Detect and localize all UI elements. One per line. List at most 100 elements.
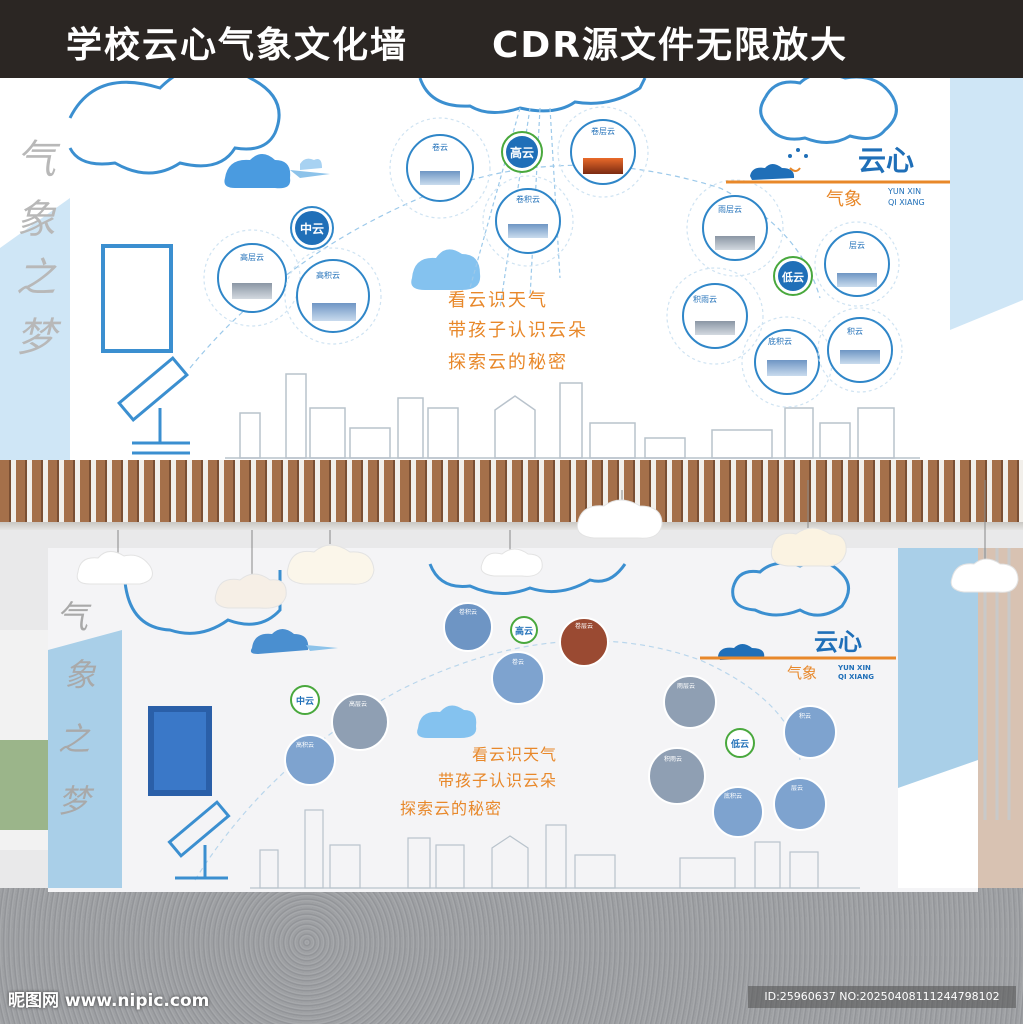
circle-cirrocumulus: 卷积云 [482,175,574,267]
slogan-3: 探索云的秘密 [448,352,568,373]
render-badge-high-text: 高云 [515,625,533,637]
render-plane-icon [306,645,338,651]
ceiling-shadow [0,522,1023,530]
render-label-stratus: 层云 [791,785,803,792]
hanging-cloud-7 [950,558,1019,593]
badge-high: 高云 [501,131,543,173]
render-side-char-3: 之 [58,720,91,758]
blue-frame [101,244,173,353]
flat-design-panel: 气 象 之 梦 卷云 [0,78,1023,460]
render-art-layer: 卷积云 高云 卷层云 卷云 中云 高层云 高积云 雨层云 [0,480,1023,889]
label-cirrostratus: 卷层云 [591,126,615,136]
render-panel: 卷积云 高云 卷层云 卷云 中云 高层云 高积云 雨层云 [0,460,1023,1024]
label-stratus: 层云 [849,241,865,250]
label-cirrocumulus: 卷积云 [516,194,540,204]
badge-middle-text: 中云 [300,221,324,236]
brand-pinyin-1: YUN XIN [887,187,921,196]
render-badge-low-text: 低云 [730,738,749,750]
render-brand-logo-text: 云心 [814,628,862,656]
render-label-altocumulus: 高积云 [296,741,314,749]
render-badge-middle-text: 中云 [296,695,314,707]
brand-logo-text: 云心 [858,144,914,177]
render-outline-cloud-left [123,570,282,635]
hanging-cloud-4 [480,548,543,577]
circle-altocumulus: 高积云 [284,247,382,345]
label-altocumulus: 高积云 [316,270,340,280]
left-pillar [48,630,122,888]
render-brand-pinyin-1: YUN XIN [837,664,871,672]
render-circle-cumulus: 积云 [783,705,837,759]
right-railing [983,548,1011,820]
outline-cloud-left [68,78,281,175]
render-outline-cloud-right [731,560,850,617]
side-char-1: 气 [16,137,56,183]
circle-cirrostratus: 卷层云 [557,106,649,198]
image-id: ID:25960637 NO:20250408111244798102 [748,986,1016,1008]
render-circle-cumulonimbus: 底积云 [712,786,764,838]
label-nimbostratus: 雨层云 [718,205,742,214]
badge-high-text: 高云 [510,145,534,160]
hanging-cloud-3 [286,544,375,585]
render-circle-cirrocumulus: 卷积云 [443,602,493,652]
brand-logo: 云心 气象 YUN XIN QI XIANG [726,144,950,210]
render-label-cirrostratus: 卷层云 [575,622,593,630]
label-cumulus: 积云 [847,326,863,336]
render-circle-cirrus: 卷云 [491,651,545,705]
brand-pinyin-2: QI XIANG [888,198,925,207]
right-blue-strip [950,78,1023,330]
outline-cloud-right [759,78,898,144]
label-altostratus: 高层云 [240,252,264,262]
render-slogan-3: 探索云的秘密 [400,799,502,818]
render-label-cumulus: 积云 [799,712,811,720]
render-circle-stratus: 层云 [773,777,827,831]
render-circle-stratocumulus: 积雨云 [648,747,706,805]
banner-subtitle: CDR源文件无限放大 [492,25,849,66]
render-side-char-1: 气 [56,598,92,636]
badge-middle: 中云 [290,206,334,250]
brand-cloud-icon [750,164,795,180]
banner-title: 学校云心气象文化墙 [66,25,409,66]
render-center-cloud [417,705,477,738]
render-circle-nimbostratus: 雨层云 [663,675,717,729]
render-label-cirrus: 卷云 [512,658,524,666]
render-brand-cloud-icon [718,644,765,660]
outline-cloud-center [418,78,647,114]
render-slogan-2: 带孩子认识云朵 [438,771,557,790]
render-circle-altocumulus: 高积云 [284,734,336,786]
render-label-cirrocumulus: 卷积云 [459,608,477,616]
render-badge-middle: 中云 [290,685,320,715]
render-dashed-arc [194,640,801,881]
render-side-char-2: 象 [64,656,97,694]
left-blue-strip [0,198,70,460]
render-badge-high: 高云 [510,616,538,644]
render-solid-cloud [250,629,309,654]
wood-ceiling [0,460,1023,522]
circle-altostratus: 高层云 [203,229,301,327]
small-light-cloud [300,158,322,170]
circle-cumulus: 积云 [817,307,903,393]
render-brand-sub-text: 气象 [787,664,817,682]
render-outline-cloud-center [428,563,627,595]
label-cumulonimbus: 底积云 [768,336,792,346]
side-char-4: 梦 [16,315,56,361]
circle-stratocumulus: 积雨云 [666,267,764,365]
badge-low: 低云 [773,256,813,296]
circle-stratus: 层云 [814,221,900,307]
slogan-1: 看云识天气 [448,290,548,311]
render-brand-pinyin-2: QI XIANG [838,673,874,681]
render-telescope [167,800,231,880]
render-label-cumulonimbus: 底积云 [724,792,742,800]
badge-low-text: 低云 [781,270,804,284]
render-circle-altostratus: 高层云 [331,693,389,751]
center-light-cloud [411,249,481,290]
circle-nimbostratus: 雨层云 [686,179,784,277]
render-label-stratocumulus: 积雨云 [664,755,682,763]
slogan-2: 带孩子认识云朵 [448,320,588,341]
label-stratocumulus: 积雨云 [693,294,717,304]
top-banner: 学校云心气象文化墙 CDR源文件无限放大 [0,0,1023,78]
render-circle-cirrostratus: 卷层云 [559,617,609,667]
hanging-clouds [76,480,1019,609]
telescope-icon [117,355,190,455]
circle-cumulonimbus: 底积云 [741,316,833,408]
hanging-cloud-5 [576,499,663,539]
